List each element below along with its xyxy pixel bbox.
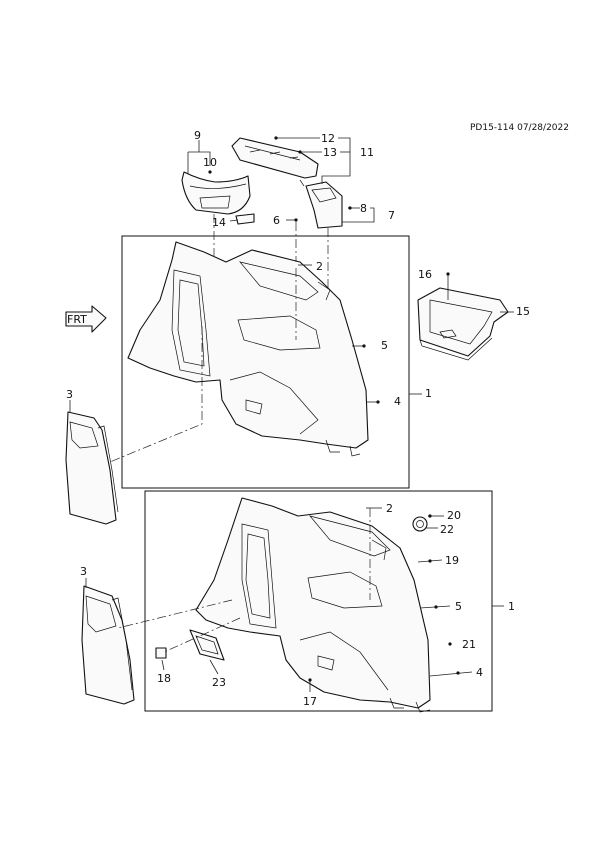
lower-side-panel (195, 497, 431, 713)
upper-assembly-frame (121, 235, 410, 489)
callout-11: 11 (360, 146, 374, 159)
callout-1-lower: 1 (508, 600, 515, 613)
trim-piece-11-12-13 (231, 137, 319, 179)
callout-2-upper: 2 (316, 260, 323, 273)
callout-4-upper: 4 (394, 395, 401, 408)
callout-15: 15 (516, 305, 530, 318)
bracket-23 (189, 629, 225, 661)
rear-panel-3-lower (81, 585, 135, 705)
trim-piece-9-10 (181, 171, 251, 215)
callout-10: 10 (203, 156, 217, 169)
callout-1-upper: 1 (425, 387, 432, 400)
callout-3-upper: 3 (66, 388, 73, 401)
callout-19: 19 (445, 554, 459, 567)
lower-assembly-frame (144, 490, 493, 712)
callout-4-lower: 4 (476, 666, 483, 679)
clip-14 (235, 213, 255, 225)
callout-2-lower: 2 (386, 502, 393, 515)
trim-piece-7-8 (305, 181, 343, 229)
callout-7: 7 (388, 209, 395, 222)
callout-16: 16 (418, 268, 432, 281)
callout-6: 6 (273, 214, 280, 227)
callout-8: 8 (360, 202, 367, 215)
front-direction-arrow: FRT (65, 305, 107, 333)
speaker-20-22 (412, 516, 428, 532)
callout-3-lower: 3 (80, 565, 87, 578)
clip-18 (155, 647, 167, 659)
callout-13: 13 (323, 146, 337, 159)
callout-22: 22 (440, 523, 454, 536)
callout-21-value: 21 (462, 638, 476, 651)
document-code: PD15-114 07/28/2022 (470, 123, 569, 133)
upper-side-panel (127, 241, 369, 457)
callout-9: 9 (194, 129, 201, 142)
callout-5-upper: 5 (381, 339, 388, 352)
cargo-tray-15 (417, 287, 509, 361)
callout-14: 14 (212, 216, 226, 229)
callout-5-lower: 5 (455, 600, 462, 613)
callout-23: 23 (212, 676, 226, 689)
rear-panel-3-upper (65, 411, 119, 525)
front-arrow-label: FRT (67, 313, 87, 326)
callout-20: 20 (447, 509, 461, 522)
callout-17: 17 (303, 695, 317, 708)
callout-18: 18 (157, 672, 171, 685)
callout-12: 12 (321, 132, 335, 145)
